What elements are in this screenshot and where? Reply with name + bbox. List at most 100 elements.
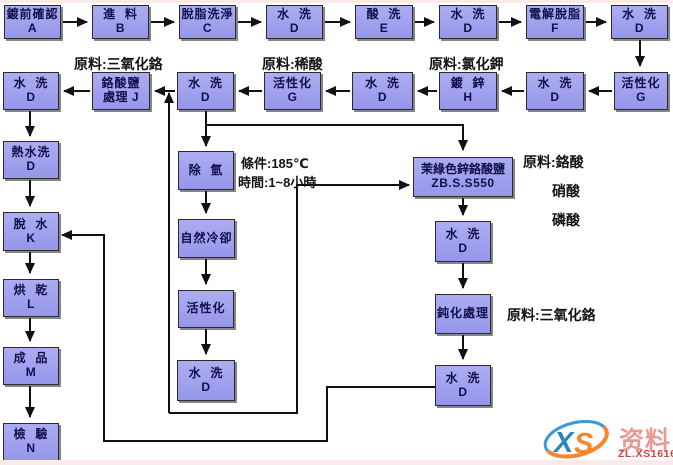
node-code: D: [26, 159, 36, 173]
node-label: 活性化: [186, 301, 226, 316]
node-label: 檢 驗: [13, 427, 49, 442]
node-label: 烘 乾: [13, 283, 49, 298]
node-label: 鍍前確認: [6, 7, 59, 22]
top-edge-strip: [0, 0, 673, 3]
node-code: H: [463, 90, 473, 104]
node-label: 自然冷卻: [180, 230, 233, 245]
node-label: 成 品: [13, 351, 49, 366]
label-material-dilute-acid: 原料:稀酸: [262, 56, 323, 72]
node-code: G: [636, 90, 646, 104]
label-material-phosphoric-acid: 磷酸: [552, 212, 580, 228]
node-code: D: [377, 90, 388, 104]
node-code: D: [550, 90, 560, 104]
node-code: D: [200, 90, 211, 104]
node-code: D: [458, 384, 468, 399]
node-chromate-treatment: 鉻酸鹽處理 J: [92, 72, 150, 110]
node-passivation: 鈍化處理: [435, 294, 491, 334]
node-code: B: [115, 21, 126, 35]
node-code: L: [27, 297, 35, 311]
node-code: G: [287, 90, 298, 104]
node-code: M: [25, 365, 37, 379]
node-label: 水 洗: [188, 365, 224, 380]
node-label: 活性化: [272, 76, 312, 91]
node-label: 脫 水: [13, 216, 49, 231]
label-condition-temperature: 條件:185℃: [241, 156, 309, 171]
node-label: 水 洗: [537, 76, 573, 91]
node-label: 酸 洗: [366, 7, 402, 22]
node-label: 活性化: [621, 76, 661, 91]
svg-text:X: X: [552, 427, 575, 459]
label-material-chromium-trioxide-2: 原料:三氧化鉻: [507, 307, 596, 323]
node-code: K: [26, 230, 36, 245]
node-label: 水 洗: [188, 76, 223, 91]
node-code: D: [289, 21, 300, 35]
node-label: 水 洗: [445, 226, 481, 241]
node-label: 鉻酸鹽: [101, 76, 141, 91]
node-code: E: [379, 21, 389, 35]
node-code: D: [458, 240, 468, 255]
node-code: ZB.S.S550: [431, 176, 495, 190]
node-code: 處理 J: [102, 90, 139, 104]
node-code: D: [26, 90, 36, 104]
xs-logo-icon: X S: [543, 420, 609, 460]
watermark-site-url: ZL.XS1616.COM: [618, 448, 673, 460]
node-label: 鍍 鋅: [450, 76, 486, 91]
node-label: 進 料: [103, 7, 138, 22]
node-natural-cooling: 自然冷卻: [178, 219, 235, 258]
node-label: 電解脫脂: [528, 7, 581, 22]
watermark: X S 资料网 ZL.XS1616.COM: [540, 419, 673, 465]
node-label: 水 洗: [13, 76, 49, 91]
node-code: C: [202, 21, 213, 35]
node-code: D: [201, 379, 211, 394]
node-activation: 活性化: [178, 290, 234, 328]
node-code: D: [634, 21, 645, 35]
node-label: 水 洗: [277, 7, 312, 22]
node-label: 熱水洗: [11, 145, 51, 160]
node-code: N: [26, 441, 36, 455]
node-code: A: [27, 21, 38, 35]
label-material-chromic-acid: 原料:鉻酸: [523, 154, 584, 170]
node-label: 除 氫: [188, 162, 224, 177]
node-label: 鈍化處理: [436, 306, 489, 321]
label-condition-time: 時間:1~8小時: [238, 175, 317, 190]
label-material-chromic-acid-group: 原料:鉻酸 硝酸 磷酸: [523, 148, 584, 235]
node-label: 脫脂洗淨: [181, 7, 234, 22]
label-material-nitric-acid: 硝酸: [552, 183, 580, 199]
node-label: 水 洗: [445, 370, 481, 385]
node-label: 水 洗: [450, 7, 486, 22]
watermark-site-name: 资料网: [619, 427, 672, 465]
node-code: D: [463, 21, 473, 35]
node-label: 茉綠色鋅鉻酸鹽: [420, 162, 505, 177]
label-material-potassium-chloride: 原料:氯化鉀: [429, 56, 504, 72]
svg-text:S: S: [574, 428, 594, 460]
bottom-edge-strip: [0, 460, 673, 465]
node-dehydrogenation: 除 氫: [178, 151, 234, 190]
node-label: 水 洗: [622, 7, 657, 22]
node-code: F: [551, 21, 559, 35]
label-material-chromium-trioxide: 原料:三氧化鉻: [74, 56, 163, 72]
